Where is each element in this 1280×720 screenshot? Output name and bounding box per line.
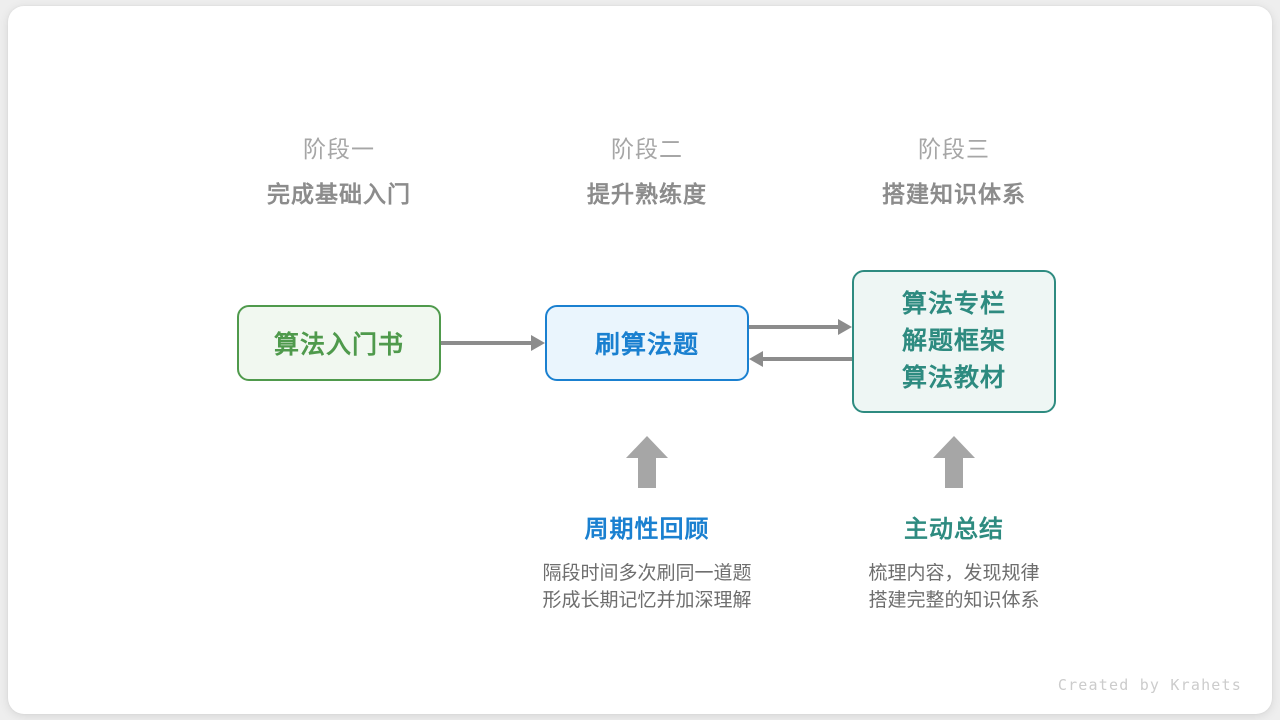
arrow-head xyxy=(531,335,545,351)
note-summary-title: 主动总结 xyxy=(904,516,1004,543)
node-resources-line-3: 算法教材 xyxy=(901,364,1006,392)
arrow-shaft xyxy=(749,325,838,329)
note-summary-desc-line-1: 梳理内容，发现规律 xyxy=(868,563,1040,584)
arrow-up-tip xyxy=(626,436,668,458)
arrow-up-stem xyxy=(638,456,656,488)
node-resources-line-1: 算法专栏 xyxy=(901,290,1006,318)
stage-number-1: 阶段一 xyxy=(303,136,375,162)
credit-text: Created by Krahets xyxy=(1057,676,1242,694)
stage-header-2: 阶段二 提升熟练度 xyxy=(517,134,777,210)
arrow-shaft xyxy=(763,357,852,361)
arrow-right-icon-book-to-practice xyxy=(441,335,545,351)
arrow-right-icon-practice-to-resources xyxy=(749,319,852,335)
note-review-desc-line-1: 隔段时间多次刷同一道题 xyxy=(542,563,752,584)
note-review-title: 周期性回顾 xyxy=(584,516,710,543)
stage-title-2: 提升熟练度 xyxy=(587,181,707,207)
arrow-up-icon-summary xyxy=(933,436,975,488)
node-learning-resources[interactable]: 算法专栏 解题框架 算法教材 xyxy=(852,270,1056,413)
stage-header-1: 阶段一 完成基础入门 xyxy=(209,134,469,210)
stage-number-3: 阶段三 xyxy=(918,136,990,162)
note-periodic-review: 周期性回顾 隔段时间多次刷同一道题 形成长期记忆并加深理解 xyxy=(497,514,797,614)
stage-title-1: 完成基础入门 xyxy=(267,181,411,207)
note-summary-description: 梳理内容，发现规律 搭建完整的知识体系 xyxy=(804,560,1104,614)
note-active-summary: 主动总结 梳理内容，发现规律 搭建完整的知识体系 xyxy=(804,514,1104,614)
note-review-desc-line-2: 形成长期记忆并加深理解 xyxy=(542,590,752,611)
arrow-head xyxy=(749,351,763,367)
node-book-label: 算法入门书 xyxy=(273,331,404,359)
stage-number-2: 阶段二 xyxy=(611,136,683,162)
arrow-left-icon-resources-to-practice xyxy=(749,351,852,367)
arrow-shaft xyxy=(441,341,531,345)
node-practice-problems[interactable]: 刷算法题 xyxy=(545,305,749,381)
arrow-head xyxy=(838,319,852,335)
arrow-up-stem xyxy=(945,456,963,488)
stage-title-3: 搭建知识体系 xyxy=(882,181,1026,207)
stage-header-3: 阶段三 搭建知识体系 xyxy=(824,134,1084,210)
diagram-card: 阶段一 完成基础入门 阶段二 提升熟练度 阶段三 搭建知识体系 算法入门书 刷算… xyxy=(8,6,1272,714)
note-summary-desc-line-2: 搭建完整的知识体系 xyxy=(868,590,1040,611)
note-review-description: 隔段时间多次刷同一道题 形成长期记忆并加深理解 xyxy=(497,560,797,614)
node-resources-line-2: 解题框架 xyxy=(901,327,1006,355)
node-practice-label: 刷算法题 xyxy=(594,331,699,359)
node-algorithm-intro-book[interactable]: 算法入门书 xyxy=(237,305,441,381)
arrow-up-icon-review xyxy=(626,436,668,488)
arrow-up-tip xyxy=(933,436,975,458)
